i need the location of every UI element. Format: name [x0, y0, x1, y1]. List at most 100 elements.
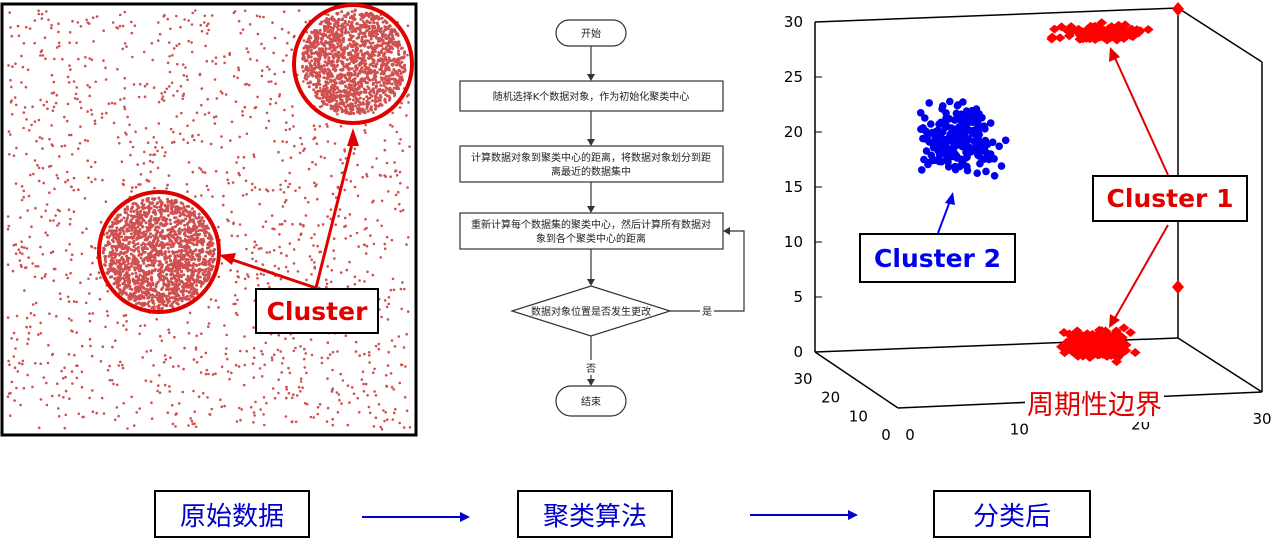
- noise-point: [217, 306, 220, 309]
- noise-point: [68, 41, 71, 44]
- cluster-point: [143, 206, 147, 210]
- cluster1-point: [1118, 345, 1130, 355]
- cluster-point: [133, 299, 136, 302]
- noise-point: [166, 17, 169, 21]
- noise-point: [323, 156, 326, 160]
- noise-point: [57, 222, 61, 225]
- cluster-point: [354, 64, 358, 68]
- cluster-point: [137, 213, 141, 217]
- cluster-point: [390, 82, 394, 86]
- cluster-point: [201, 268, 205, 272]
- noise-point: [211, 373, 215, 376]
- cluster-point: [379, 94, 382, 98]
- noise-point: [40, 12, 44, 16]
- noise-point: [85, 18, 88, 22]
- cluster-point: [302, 51, 306, 55]
- noise-point: [271, 387, 275, 390]
- cluster-point: [197, 220, 200, 224]
- noise-point: [99, 276, 102, 279]
- cluster-point: [331, 26, 335, 30]
- cluster-point: [177, 263, 181, 267]
- noise-point: [383, 299, 387, 302]
- noise-point: [236, 270, 239, 273]
- noise-point: [20, 198, 24, 202]
- cluster-point: [324, 33, 328, 37]
- noise-point: [93, 246, 97, 250]
- noise-point: [45, 10, 48, 13]
- noise-point: [20, 54, 23, 58]
- cluster-point: [197, 280, 201, 284]
- noise-point: [184, 66, 187, 69]
- cluster-point: [355, 42, 359, 46]
- noise-point: [63, 144, 67, 147]
- noise-point: [387, 296, 391, 299]
- cluster-point: [317, 89, 320, 93]
- noise-point: [10, 113, 14, 116]
- cluster-point: [325, 20, 329, 24]
- noise-point: [242, 383, 246, 387]
- cluster-point: [321, 96, 325, 100]
- cluster-point: [155, 220, 159, 224]
- noise-point: [384, 374, 388, 377]
- cluster-point: [189, 231, 192, 235]
- noise-point: [6, 227, 10, 231]
- cluster-point: [352, 29, 355, 33]
- cluster-point: [140, 221, 144, 225]
- noise-point: [273, 36, 277, 40]
- noise-point: [89, 165, 93, 169]
- cluster-point: [180, 239, 184, 243]
- cluster-point: [181, 253, 185, 257]
- cluster-point: [165, 283, 169, 287]
- cluster-point: [177, 266, 180, 270]
- noise-point: [45, 403, 49, 407]
- noise-point: [372, 242, 376, 246]
- cluster-point: [340, 18, 344, 22]
- cluster-point: [113, 253, 116, 257]
- cluster-point: [387, 98, 391, 102]
- noise-point: [186, 141, 190, 145]
- noise-point: [63, 366, 66, 370]
- cluster-point: [310, 42, 314, 45]
- noise-point: [90, 354, 94, 358]
- cluster-point: [349, 102, 353, 106]
- noise-point: [108, 378, 112, 382]
- noise-point: [200, 29, 204, 33]
- noise-point: [225, 333, 228, 337]
- noise-point: [26, 68, 30, 72]
- noise-point: [79, 106, 83, 110]
- cluster-point: [139, 264, 143, 268]
- cluster-point: [374, 107, 378, 111]
- noise-point: [362, 243, 366, 247]
- cluster-point: [171, 250, 174, 254]
- cluster-point: [152, 238, 156, 242]
- noise-point: [313, 136, 317, 139]
- cluster-point: [390, 62, 394, 66]
- noise-point: [399, 287, 403, 291]
- cluster-point: [330, 49, 334, 53]
- noise-point: [155, 318, 158, 321]
- noise-point: [233, 294, 237, 297]
- noise-point: [128, 123, 131, 127]
- noise-point: [37, 9, 40, 12]
- noise-point: [33, 313, 36, 317]
- cluster-point: [375, 84, 378, 88]
- noise-point: [44, 231, 47, 234]
- cluster-point: [170, 270, 174, 274]
- noise-point: [7, 64, 10, 67]
- cluster-point: [132, 256, 136, 260]
- noise-point: [279, 277, 283, 281]
- noise-point: [268, 102, 272, 106]
- cluster-point: [109, 259, 113, 263]
- noise-point: [169, 127, 173, 131]
- cluster-point: [190, 252, 194, 256]
- cluster-point: [161, 279, 165, 282]
- x-tick-label: 30: [1252, 410, 1271, 428]
- noise-point: [125, 320, 128, 323]
- cluster-point: [152, 264, 156, 268]
- cluster-point: [176, 284, 180, 288]
- noise-point: [195, 334, 198, 338]
- noise-point: [168, 85, 171, 88]
- noise-point: [390, 385, 394, 389]
- noise-point: [256, 32, 260, 36]
- noise-point: [50, 24, 53, 27]
